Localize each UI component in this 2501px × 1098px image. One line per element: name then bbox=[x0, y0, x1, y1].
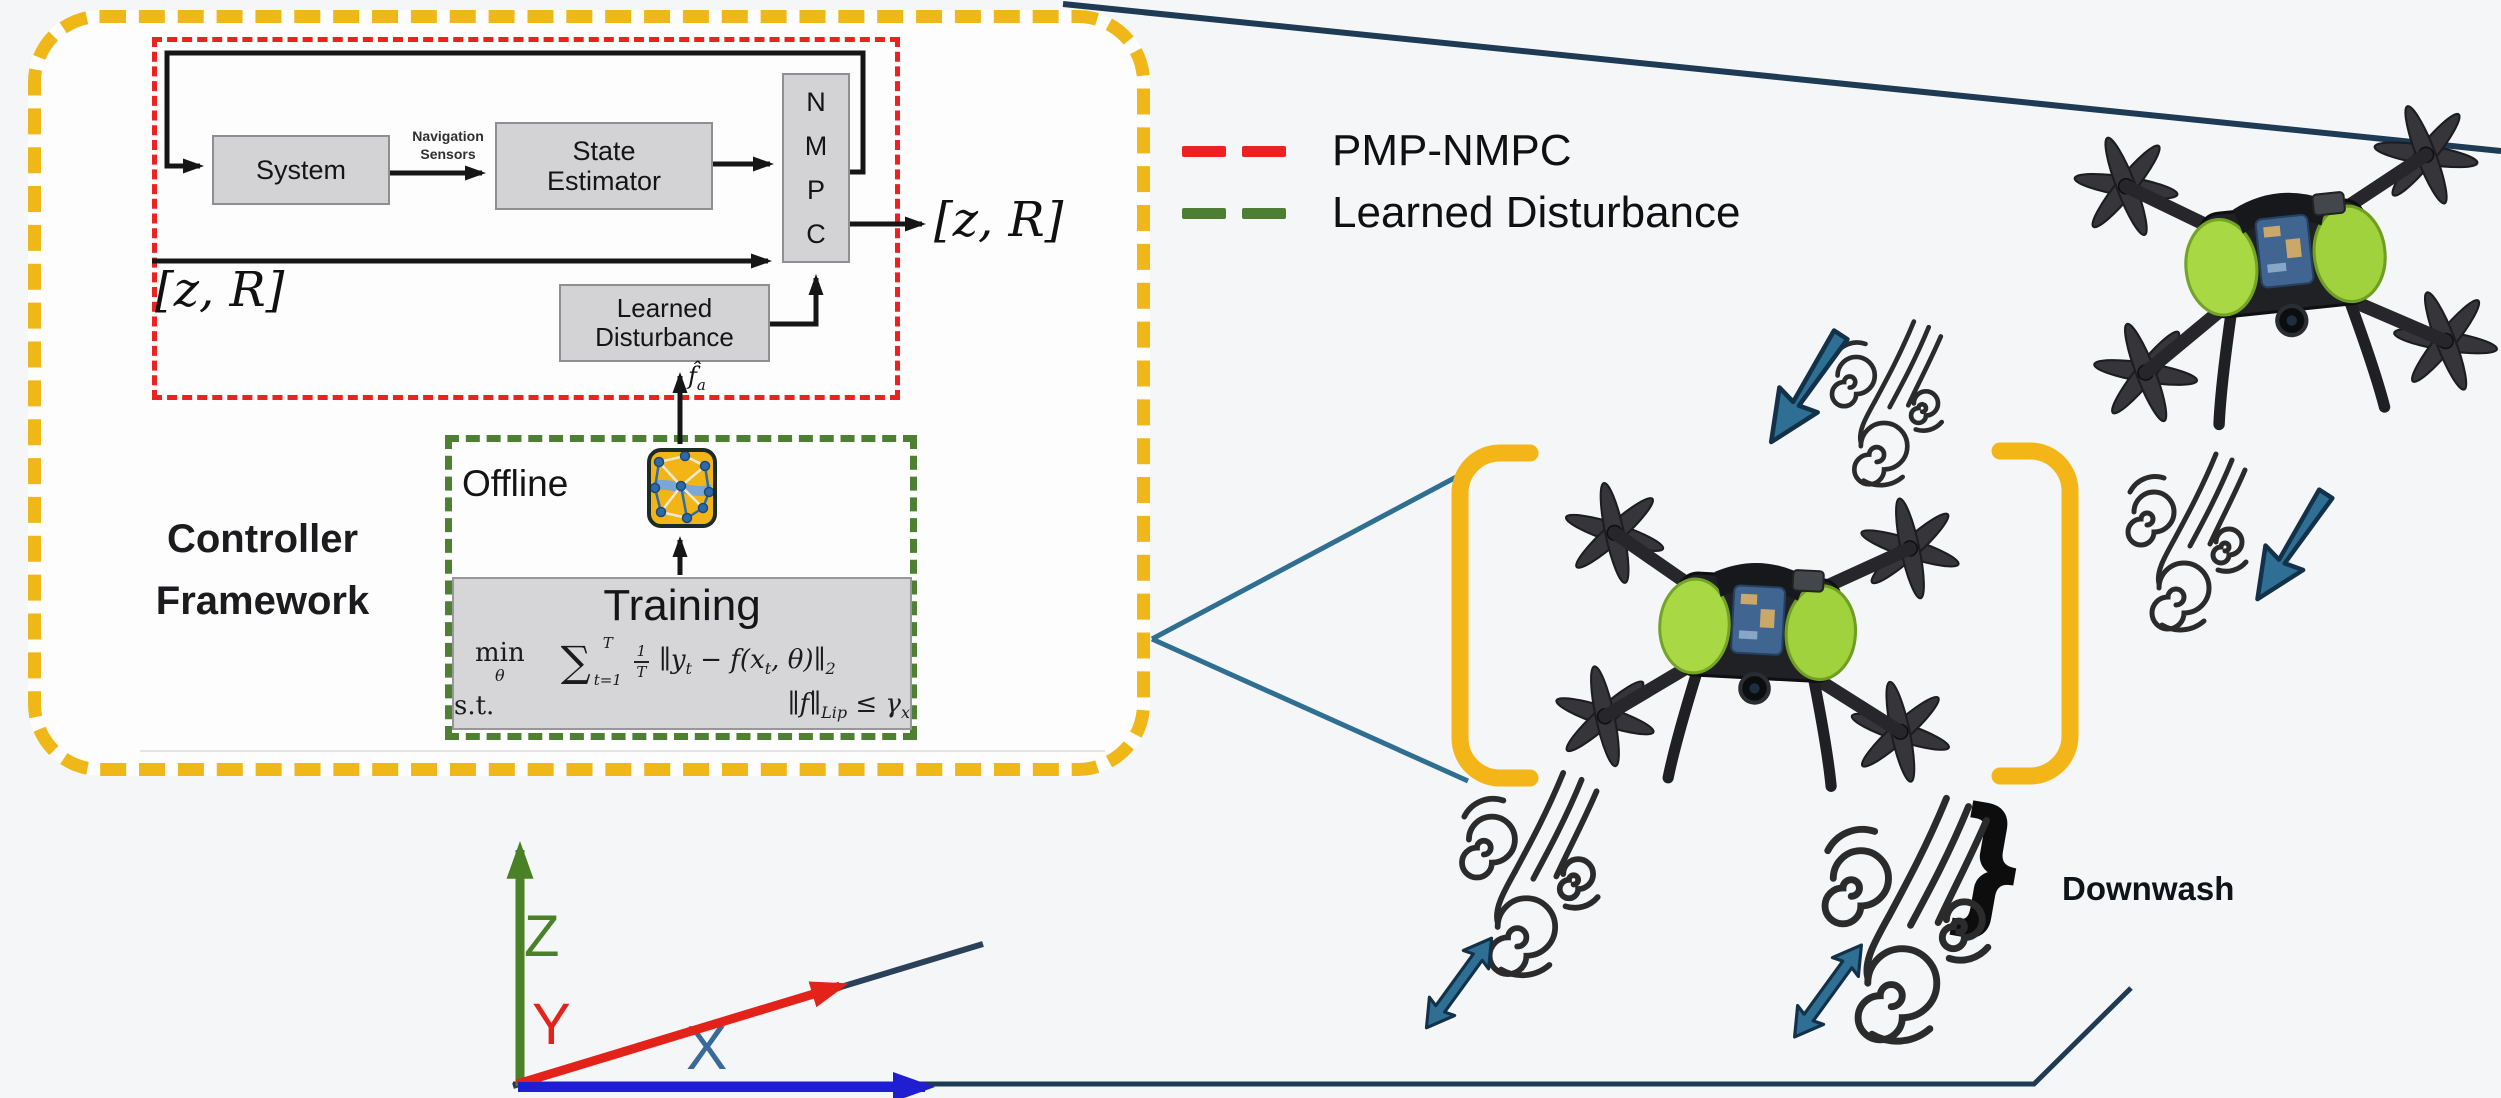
min-operator: min θ bbox=[475, 638, 525, 686]
wind-gust-icon-3 bbox=[1462, 773, 1598, 975]
block-system: System bbox=[212, 135, 390, 205]
constraint-expression: ∥f∥Lip ≤ γx bbox=[787, 689, 910, 723]
objective-expression: ∥yt − f(xt, θ)∥2 bbox=[658, 645, 836, 679]
double-headed-arrow-icon-2 bbox=[1780, 934, 1876, 1048]
quadrotor-photo-middle bbox=[1550, 479, 1964, 793]
block-nmpc-label: NMPC bbox=[804, 87, 828, 249]
block-learned-disturbance-label: Learned Disturbance bbox=[595, 292, 734, 352]
navigation-sensors-label: Navigation Sensors bbox=[412, 128, 484, 162]
red-dashed-line-icon bbox=[1182, 145, 1288, 157]
fraction-one-over-T: 1 T bbox=[633, 644, 649, 680]
controller-framework-title: Controller Framework bbox=[155, 517, 370, 623]
reference-input-label: [z, R] bbox=[155, 262, 285, 318]
bracket-left bbox=[1451, 444, 1539, 787]
legend-item-pmp-nmpc: PMP-NMPC bbox=[1182, 122, 1740, 180]
block-system-label: System bbox=[255, 154, 347, 185]
block-training-label: Training bbox=[603, 581, 761, 630]
downwash-arrow-icon-1 bbox=[1752, 322, 1860, 454]
block-state-estimator: State Estimator bbox=[495, 122, 713, 210]
axis-y-label: Y bbox=[532, 992, 571, 1057]
sum-operator: ∑ T t=1 bbox=[560, 634, 622, 690]
panel-divider-line bbox=[140, 750, 1105, 752]
block-nmpc: NMPC bbox=[782, 73, 850, 263]
bracket-right bbox=[1991, 442, 2079, 785]
block-training: Training min θ ∑ T t=1 1 T ∥yt − f(xt, θ… bbox=[452, 577, 912, 730]
quadrotor-photo-top bbox=[2068, 97, 2501, 437]
block-state-estimator-label: State Estimator bbox=[546, 135, 662, 196]
legend-item-learned-disturbance: Learned Disturbance bbox=[1182, 184, 1740, 242]
neural-network-icon bbox=[647, 448, 717, 528]
pmp-nmpc-loop-box bbox=[152, 37, 900, 400]
green-dashed-line-icon bbox=[1182, 207, 1288, 219]
wind-gust-icon-2 bbox=[2128, 454, 2246, 630]
double-headed-arrow-icon-1 bbox=[1412, 927, 1506, 1039]
fa-hat-label: f̂a bbox=[688, 362, 706, 394]
subject-to: s.t. bbox=[454, 690, 495, 721]
wind-gust-icon-1 bbox=[1832, 322, 1942, 486]
downwash-brace: } bbox=[1947, 775, 2033, 945]
legend: PMP-NMPC Learned Disturbance bbox=[1182, 122, 1740, 242]
control-output-label: [z, R] bbox=[934, 192, 1064, 248]
training-constraint: s.t. ∥f∥Lip ≤ γx bbox=[408, 690, 956, 722]
training-objective: min θ ∑ T t=1 1 T ∥yt − f(xt, θ)∥2 bbox=[433, 636, 931, 688]
offline-label: Offline bbox=[462, 463, 569, 504]
block-learned-disturbance: Learned Disturbance bbox=[559, 284, 770, 362]
downwash-label: Downwash bbox=[2062, 870, 2235, 907]
emphasis-brackets bbox=[1451, 442, 2079, 787]
axis-z-label: Z bbox=[524, 904, 560, 969]
axis-x-label: X bbox=[686, 1014, 728, 1083]
callout-lines bbox=[1150, 455, 1494, 784]
downwash-arrow-icon-2 bbox=[2239, 482, 2345, 612]
